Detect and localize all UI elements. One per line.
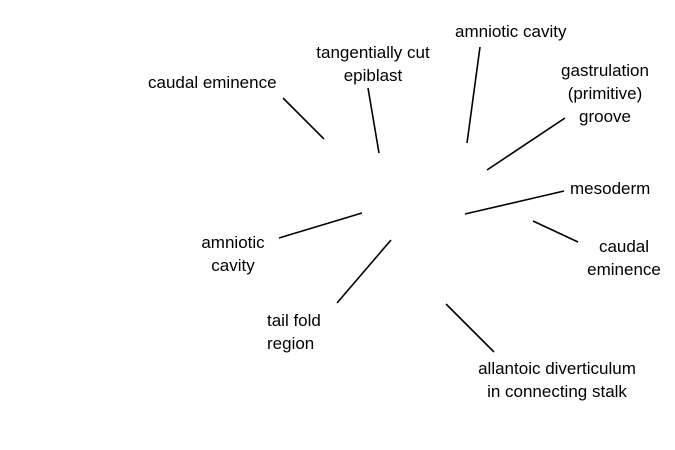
- label-line: (primitive): [567, 84, 643, 103]
- label-line: tangentially cut: [316, 43, 430, 62]
- label-line: region: [267, 334, 315, 353]
- label-line: mesoderm: [570, 179, 651, 198]
- label-line: allantoic diverticulum: [478, 359, 636, 378]
- label-line: groove: [579, 107, 631, 126]
- label-line: caudal eminence: [148, 73, 277, 92]
- label-caudal-eminence-right: caudal eminence: [574, 235, 674, 281]
- leader-line-gastrulation-groove: [486, 117, 566, 171]
- label-line: epiblast: [343, 66, 403, 85]
- label-gastrulation-groove: gastrulation (primitive) groove: [545, 59, 665, 128]
- leader-line-amniotic-cavity-left: [278, 212, 363, 239]
- leader-line-tangentially-cut-epiblast: [367, 87, 380, 154]
- label-amniotic-cavity-top: amniotic cavity: [455, 20, 566, 43]
- leader-line-tail-fold-region: [336, 239, 392, 304]
- label-line: tail fold: [267, 311, 321, 330]
- leader-line-caudal-eminence-right: [532, 220, 579, 243]
- label-tangentially-cut-epiblast: tangentially cut epiblast: [298, 41, 448, 87]
- leader-line-mesoderm: [464, 190, 565, 215]
- label-line: in connecting stalk: [487, 382, 627, 401]
- label-allantoic-diverticulum: allantoic diverticulum in connecting sta…: [459, 357, 655, 403]
- leader-line-amniotic-cavity-top: [466, 46, 481, 144]
- label-line: amniotic: [201, 233, 265, 252]
- label-line: cavity: [211, 256, 255, 275]
- label-line: caudal: [598, 237, 650, 256]
- label-mesoderm: mesoderm: [570, 177, 650, 200]
- label-amniotic-cavity-left: amniotic cavity: [185, 231, 281, 277]
- label-tail-fold-region: tail fold region: [267, 309, 321, 355]
- label-caudal-eminence-left: caudal eminence: [148, 71, 277, 94]
- label-line: gastrulation: [561, 61, 649, 80]
- leader-line-allantoic-diverticulum: [445, 303, 495, 353]
- label-line: amniotic cavity: [455, 22, 567, 41]
- label-line: eminence: [587, 260, 661, 279]
- leader-line-caudal-eminence-left: [282, 97, 325, 140]
